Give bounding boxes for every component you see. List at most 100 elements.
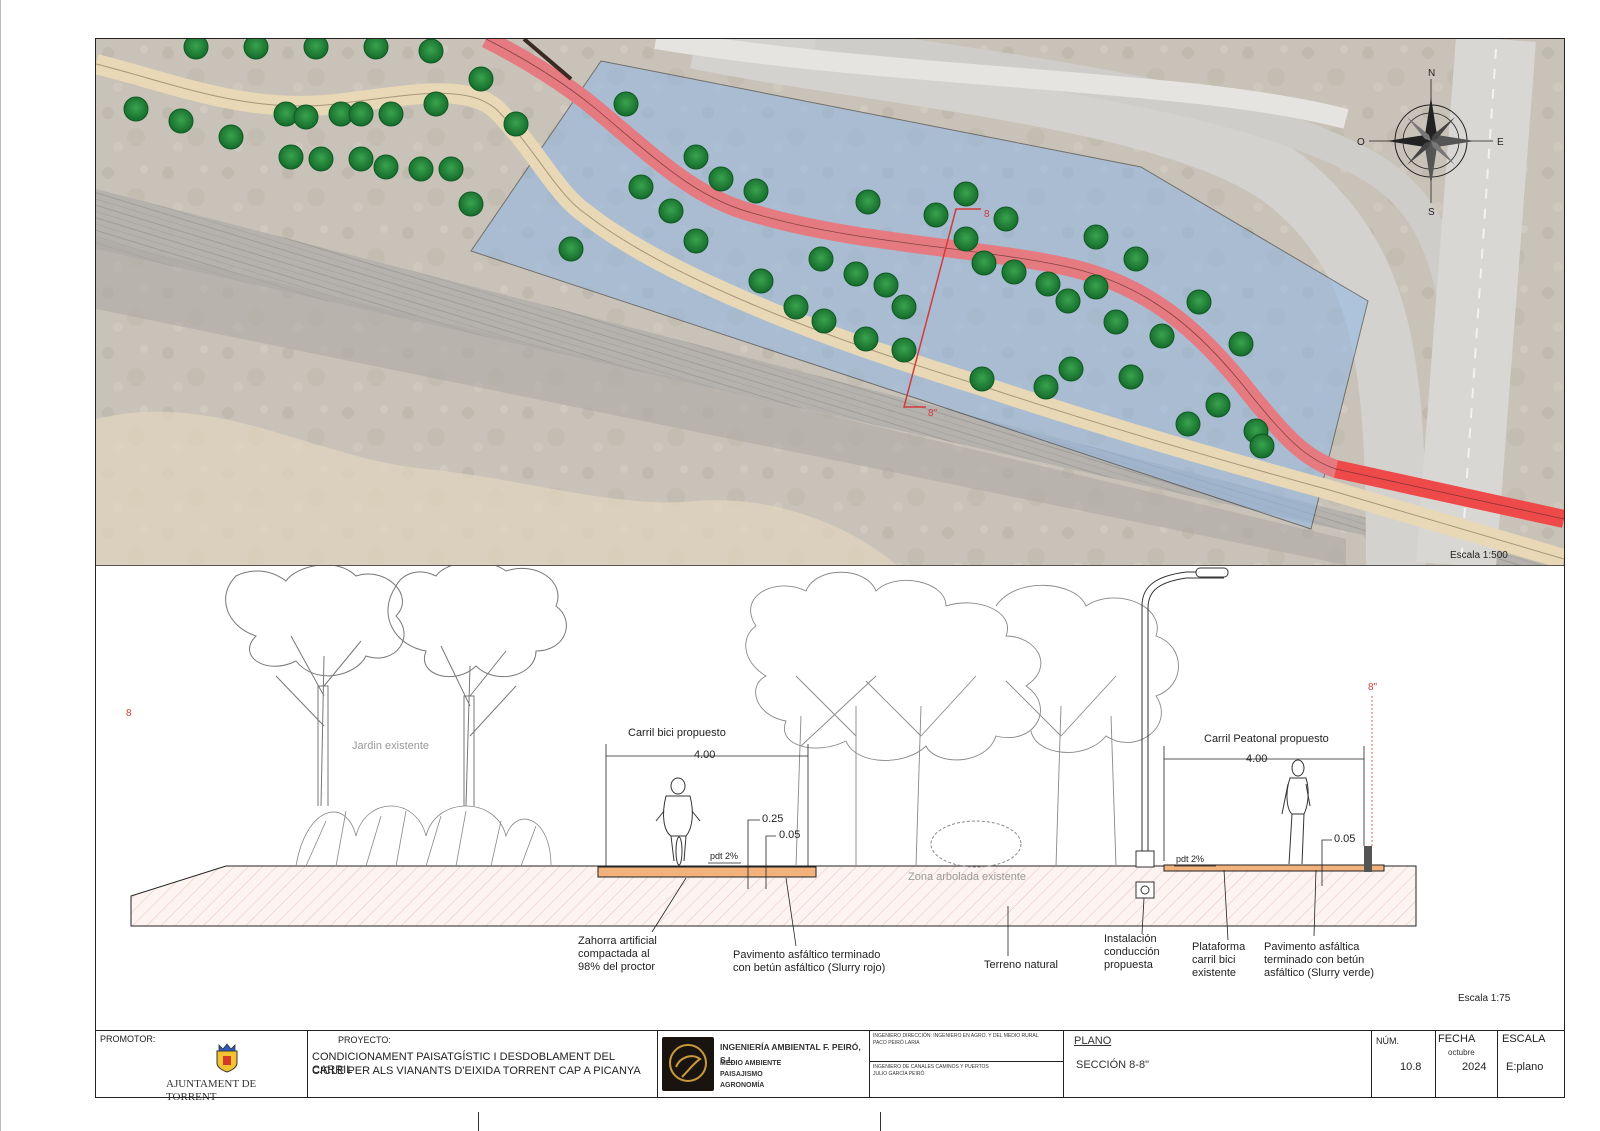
plan-tree	[1058, 356, 1084, 382]
ped-dim: 0.05	[1334, 833, 1355, 845]
tb-engineer-bottom2: JULIO GARCÍA PEIRÓ	[873, 1071, 925, 1077]
bike-lane-title: Carril bici propuesto	[628, 727, 726, 739]
plan-tree	[363, 39, 389, 60]
plan-trees	[123, 39, 1275, 459]
plan-tree	[218, 124, 244, 150]
plan-tree	[853, 326, 879, 352]
plan-tree	[993, 206, 1019, 232]
ped-curb	[1364, 846, 1372, 872]
plan-tree	[1186, 289, 1212, 315]
plan-tree	[278, 144, 304, 170]
plan-tree	[303, 39, 329, 60]
cyclist	[655, 777, 701, 866]
plan-tree	[1083, 274, 1109, 300]
plan-tree	[1083, 224, 1109, 250]
plan-tree	[971, 250, 997, 276]
ped-lane-title: Carril Peatonal propuesto	[1204, 733, 1329, 745]
plan-tree	[683, 228, 709, 254]
plan-tree	[348, 146, 374, 172]
fold-mark-2	[880, 1112, 881, 1131]
tb-engineer-top2: PACO PEIRÓ LARIA	[873, 1040, 920, 1046]
plan-tree	[683, 144, 709, 170]
plan-tree	[891, 294, 917, 320]
compass-n: N	[1428, 68, 1435, 79]
section-line	[903, 208, 981, 408]
plan-tree	[468, 66, 494, 92]
tb-company-line3: AGRONOMÍA	[720, 1082, 765, 1089]
bike-lane-width: 4.00	[694, 749, 715, 761]
bike-dim-b: 0.05	[779, 829, 800, 841]
torrent-crest-icon	[216, 1043, 238, 1073]
tb-company-line2: PAISAJISMO	[720, 1071, 763, 1078]
pedestrian	[1281, 759, 1311, 865]
tb-project: PROYECTO: CONDICIONAMENT PAISATGÍSTIC I …	[308, 1031, 658, 1097]
callout-plataforma: Plataforma carril bici existente	[1192, 941, 1248, 979]
plan-tree	[1205, 392, 1231, 418]
bike-dim-leader-2	[765, 835, 776, 889]
central-trees	[745, 571, 1179, 867]
tb-plano-label: PLANO	[1074, 1035, 1112, 1047]
garden-tree-2	[387, 566, 567, 807]
trees-label: Zona arbolada existente	[908, 871, 1026, 883]
bike-dim-a: 0.25	[762, 813, 783, 825]
plan-tree	[808, 246, 834, 272]
pedestrian-path-edge	[96, 63, 1564, 560]
tb-plano-title: SECCIÓN 8-8"	[1076, 1059, 1149, 1071]
tb-fecha-month: octubre	[1448, 1048, 1475, 1057]
plan-tree	[923, 202, 949, 228]
callout-zahorra: Zahorra artificial compactada al 98% del…	[578, 935, 660, 973]
plan-tree	[503, 111, 529, 137]
road-top-line	[654, 39, 1349, 129]
plan-tree	[1249, 433, 1275, 459]
tb-project-label: PROYECTO:	[338, 1035, 391, 1045]
tb-fecha-label: FECHA	[1438, 1033, 1476, 1045]
plan-tree	[873, 272, 899, 298]
plan-tree	[1123, 246, 1149, 272]
plan-tree	[1055, 288, 1081, 314]
tb-company-name: INGENIERÍA AMBIENTAL F. PEIRÓ, S.L.	[720, 1042, 861, 1065]
callout-slurry-rojo: Pavimento asfáltico terminado con betún …	[733, 949, 885, 974]
plan-tree	[243, 39, 269, 60]
tb-promoter-label: PROMOTOR:	[100, 1034, 156, 1044]
plan-tree	[953, 226, 979, 252]
plan-tree	[183, 39, 209, 60]
tb-promoter: PROMOTOR: AJUNTAMENT DE TORRENT	[96, 1031, 308, 1103]
callout-instalacion: Instalación conducción propuesta	[1104, 933, 1163, 971]
tb-escala: ESCALA E:plano	[1498, 1031, 1564, 1097]
plan-tree	[378, 101, 404, 127]
plan-tree	[418, 39, 444, 64]
callout-slurry-verde: Pavimento asfáltica terminado con betún …	[1264, 941, 1374, 979]
title-block: PROMOTOR: AJUNTAMENT DE TORRENT PROYECTO…	[96, 1030, 1564, 1103]
plan-tree	[969, 366, 995, 392]
tb-company-line1: MEDIO AMBIENTE	[720, 1060, 782, 1067]
plan-section-mark-bottom: 8"	[928, 408, 938, 419]
plan-tree	[438, 156, 464, 182]
ped-lane-width: 4.00	[1246, 753, 1267, 765]
plan-tree	[1149, 323, 1175, 349]
plan-tree	[348, 101, 374, 127]
plan-tree	[558, 236, 584, 262]
plan-scale-label: Escala 1:500	[1450, 550, 1508, 561]
section-view: Jardin existente Zona arbolada existente…	[126, 566, 1511, 1004]
plan-tree	[123, 96, 149, 122]
plan-tree	[843, 261, 869, 287]
plan-tree	[658, 198, 684, 224]
plan-tree	[1035, 271, 1061, 297]
bridge-element	[522, 39, 573, 81]
sheet-left-edge	[0, 0, 1, 1131]
garden-shrubs	[295, 805, 552, 867]
compass-rose: N S E O	[1357, 68, 1504, 218]
plan-tree	[1228, 331, 1254, 357]
tb-project-line2: CICLE PER ALS VIANANTS D'EIXIDA TORRENT …	[312, 1065, 641, 1077]
sandy-channel	[96, 411, 896, 565]
tb-num-label: NÚM.	[1376, 1036, 1399, 1046]
garden-label: Jardin existente	[352, 740, 429, 752]
ped-slope: pdt 2%	[1176, 854, 1204, 864]
bike-lane-pavement	[597, 866, 817, 878]
tb-engineer-bottom: INGENIERO DE CANALES CAMINOS Y PUERTOS	[873, 1064, 989, 1070]
tb-escala-label: ESCALA	[1502, 1033, 1546, 1045]
plan-tree	[373, 154, 399, 180]
plan-tree	[1103, 309, 1129, 335]
plan-tree	[811, 308, 837, 334]
tb-company: INGENIERÍA AMBIENTAL F. PEIRÓ, S.L. MEDI…	[658, 1031, 870, 1097]
